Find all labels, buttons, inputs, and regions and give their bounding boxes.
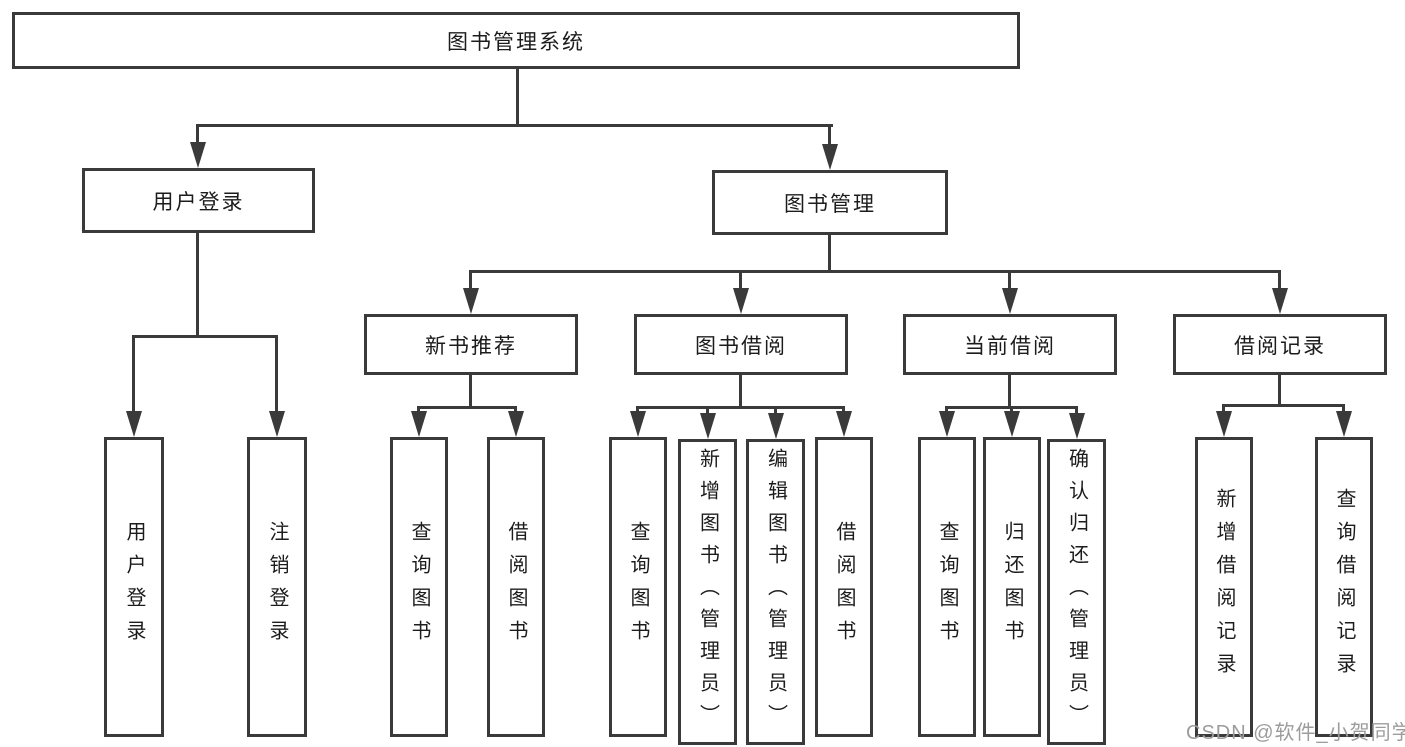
leaf-logout-label: 注销登录 <box>266 521 288 653</box>
leaf-edit-book-admin: 编辑图书（管理员） <box>746 439 805 745</box>
connector-line <box>469 270 472 294</box>
connector-arrowhead <box>1069 413 1085 439</box>
connector-arrowhead <box>630 411 646 437</box>
connector-line <box>275 335 278 415</box>
connector-line <box>1278 373 1281 406</box>
leaf-logout: 注销登录 <box>247 437 307 737</box>
node-new-book-recommend: 新书推荐 <box>364 314 578 375</box>
connector-line <box>828 233 831 272</box>
leaf-query-books-recommend: 查询图书 <box>390 437 448 737</box>
leaf-add-borrow-record: 新增借阅记录 <box>1195 437 1253 737</box>
connector-arrowhead <box>700 413 716 439</box>
connector-arrowhead <box>1216 411 1232 437</box>
connector-arrowhead <box>508 411 524 437</box>
leaf-borrow-books-borrowing: 借阅图书 <box>815 437 873 737</box>
node-user-login-label: 用户登录 <box>152 190 245 214</box>
leaf-return-books: 归还图书 <box>983 437 1041 737</box>
connector-line <box>132 335 278 338</box>
leaf-user-login: 用户登录 <box>104 437 164 737</box>
connector-arrowhead <box>768 413 784 439</box>
connector-arrowhead <box>1002 288 1018 314</box>
connector-arrowhead <box>939 411 955 437</box>
leaf-user-login-label: 用户登录 <box>123 521 145 653</box>
connector-line <box>469 270 1281 273</box>
leaf-query-books-current: 查询图书 <box>918 437 976 737</box>
node-book-management: 图书管理 <box>712 170 948 235</box>
node-root: 图书管理系统 <box>12 12 1020 69</box>
connector-line <box>196 231 199 337</box>
leaf-query-books-borrowing: 查询图书 <box>609 437 667 737</box>
watermark-csdn: CSDN @软件_小贺同学 <box>1186 722 1405 744</box>
connector-line <box>516 66 519 126</box>
leaf-add-book-admin-label: 新增图书（管理员） <box>696 448 719 736</box>
connector-line <box>1008 373 1011 408</box>
node-book-borrowing: 图书借阅 <box>634 314 848 375</box>
connector-line <box>417 406 517 409</box>
node-book-borrowing-label: 图书借阅 <box>695 334 787 358</box>
connector-arrowhead <box>126 411 142 437</box>
connector-arrowhead <box>836 411 852 437</box>
node-user-login: 用户登录 <box>82 168 315 233</box>
connector-line <box>196 124 833 127</box>
leaf-return-books-label: 归还图书 <box>1001 521 1023 653</box>
connector-arrowhead <box>1336 411 1352 437</box>
leaf-borrow-books-recommend: 借阅图书 <box>487 437 545 737</box>
connector-line <box>469 373 472 408</box>
connector-arrowhead <box>1004 411 1020 437</box>
connector-line <box>1222 404 1345 407</box>
node-borrowing-records: 借阅记录 <box>1173 314 1387 375</box>
connector-line <box>739 270 742 294</box>
connector-arrowhead <box>411 411 427 437</box>
connector-arrowhead <box>1272 288 1288 314</box>
leaf-edit-book-admin-label: 编辑图书（管理员） <box>764 448 787 736</box>
node-current-borrowing-label: 当前借阅 <box>964 334 1056 358</box>
leaf-query-borrow-record-label: 查询借阅记录 <box>1333 488 1355 686</box>
leaf-confirm-return-admin: 确认归还（管理员） <box>1047 439 1106 745</box>
connector-arrowhead <box>822 144 838 170</box>
connector-line <box>636 406 845 409</box>
leaf-query-books-current-label: 查询图书 <box>936 521 958 653</box>
leaf-borrow-books-borrowing-label: 借阅图书 <box>833 521 855 653</box>
connector-line <box>196 124 199 154</box>
connector-arrowhead <box>733 288 749 314</box>
connector-line <box>739 373 742 408</box>
connector-arrowhead <box>463 288 479 314</box>
connector-arrowhead <box>269 411 285 437</box>
connector-arrowhead <box>190 142 206 168</box>
node-new-book-recommend-label: 新书推荐 <box>425 334 517 358</box>
node-borrowing-records-label: 借阅记录 <box>1234 334 1326 358</box>
leaf-query-borrow-record: 查询借阅记录 <box>1315 437 1373 737</box>
connector-line <box>1008 270 1011 294</box>
connector-line <box>828 124 831 156</box>
leaf-confirm-return-admin-label: 确认归还（管理员） <box>1065 448 1088 736</box>
node-root-label: 图书管理系统 <box>447 30 585 54</box>
leaf-add-book-admin: 新增图书（管理员） <box>678 439 737 745</box>
leaf-borrow-books-recommend-label: 借阅图书 <box>505 521 527 653</box>
node-current-borrowing: 当前借阅 <box>903 314 1117 375</box>
connector-line <box>132 335 135 415</box>
leaf-add-borrow-record-label: 新增借阅记录 <box>1213 488 1235 686</box>
leaf-query-books-recommend-label: 查询图书 <box>408 521 430 653</box>
node-book-management-label: 图书管理 <box>784 192 876 216</box>
connector-line <box>1278 270 1281 294</box>
leaf-query-books-borrowing-label: 查询图书 <box>627 521 649 653</box>
